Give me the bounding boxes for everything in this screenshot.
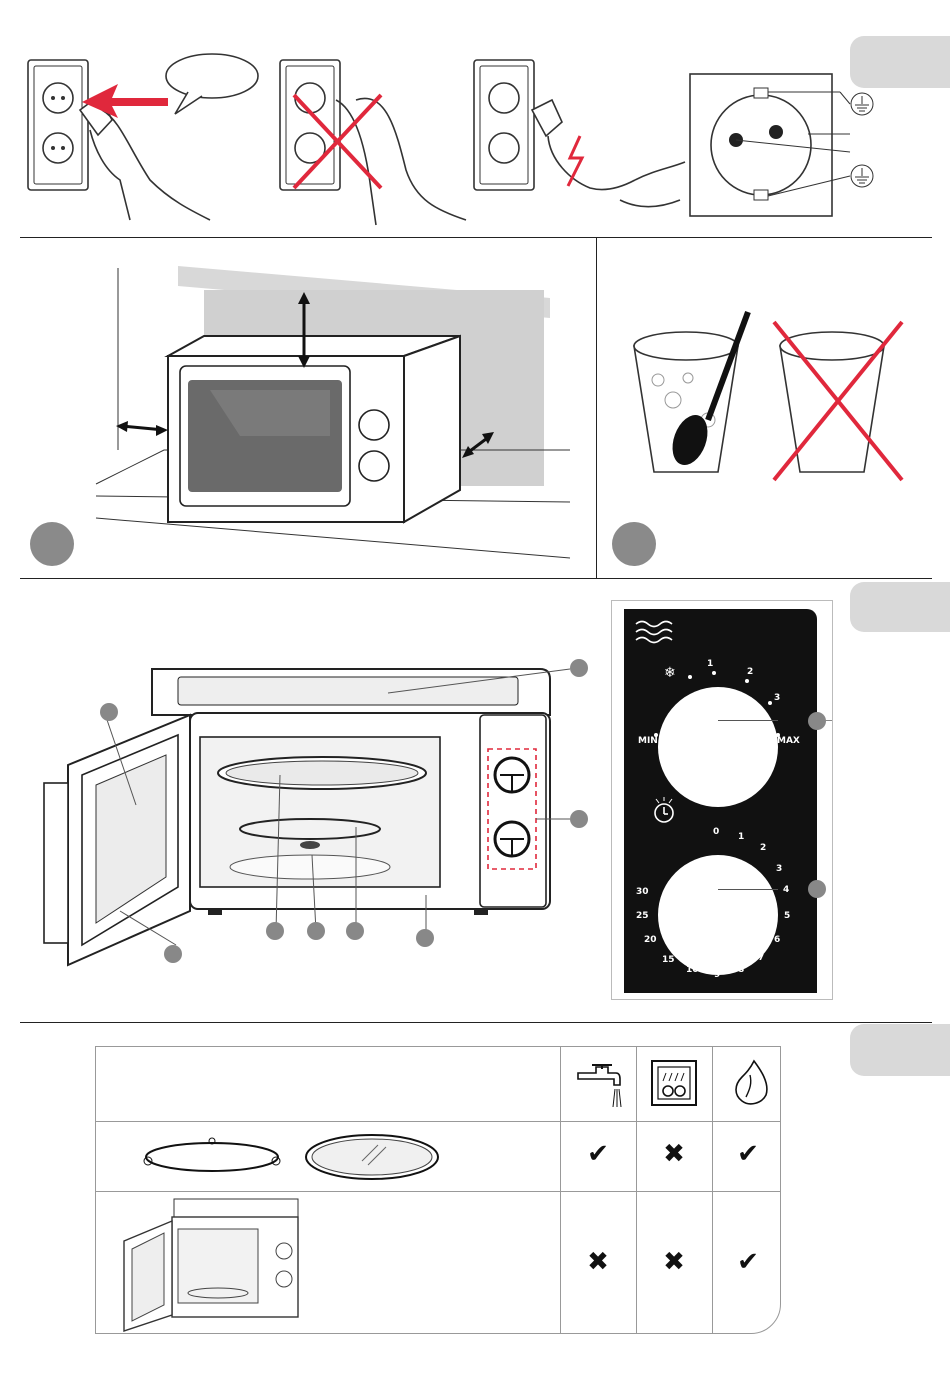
table-row-divider (96, 1191, 780, 1192)
callout-marker (570, 659, 588, 677)
divider (20, 1022, 932, 1023)
scale-tick (712, 671, 716, 675)
timer-mark-15: 15 (662, 955, 675, 965)
unplug-correct-illustration (20, 40, 260, 260)
callout-marker (266, 922, 284, 940)
table-col-divider (560, 1047, 561, 1333)
callout-marker (808, 880, 826, 898)
microwave-clearance-illustration (30, 240, 590, 570)
callout-marker (164, 945, 182, 963)
table-col-divider (712, 1047, 713, 1333)
ground-symbol-icon (851, 165, 873, 187)
power-knob-pointer (718, 720, 778, 721)
dishwasher-cell: ✖ (654, 1247, 694, 1277)
tap-water-cell: ✖ (578, 1247, 618, 1277)
timer-mark-9: 9 (714, 970, 720, 980)
divider (596, 237, 597, 578)
divider (20, 578, 932, 579)
table-row-divider (96, 1121, 780, 1122)
wipe-cell: ✔ (728, 1139, 768, 1169)
timer-mark-7: 7 (758, 953, 764, 963)
damaged-cord-illustration (470, 40, 700, 260)
power-mark-max: MAX (777, 736, 800, 746)
turntable-ring-and-glass-plate-illustration (142, 1131, 442, 1181)
scale-tick (776, 733, 780, 737)
power-mark-3: 3 (774, 693, 780, 703)
timer-mark-10: 10 (686, 965, 699, 975)
timer-mark-25: 25 (636, 911, 649, 921)
metal-in-cup-illustration (628, 310, 928, 510)
ground-symbol-icon (851, 93, 873, 115)
timer-mark-8: 8 (738, 965, 744, 975)
wipe-cell: ✔ (728, 1247, 768, 1277)
timer-mark-20: 20 (644, 935, 657, 945)
scale-tick (768, 701, 772, 705)
timer-mark-30: 30 (636, 887, 649, 897)
cleaning-table: ✔ ✖ ✔ ✖ ✖ ✔ (95, 1046, 781, 1334)
defrost-icon: ❄ (664, 665, 676, 681)
callout-marker (808, 712, 826, 730)
scale-tick (688, 675, 692, 679)
callout-marker (570, 810, 588, 828)
dishwasher-cell: ✖ (654, 1139, 694, 1169)
section-tab-3 (850, 1024, 950, 1076)
timer-mark-4: 4 (783, 885, 789, 895)
section-tab-2 (850, 582, 950, 632)
table-col-divider (636, 1047, 637, 1333)
microwave-waves-icon (634, 619, 674, 645)
pull-cord-forbidden-illustration (276, 40, 476, 260)
timer-mark-5: 5 (784, 911, 790, 921)
scale-tick (654, 733, 658, 737)
timer-icon (652, 795, 682, 825)
damp-cloth-icon (730, 1059, 770, 1109)
earthed-socket-illustration (690, 68, 890, 228)
power-mark-1: 1 (707, 659, 713, 669)
microwave-cavity-illustration (118, 1197, 308, 1327)
timer-knob-pointer (718, 889, 778, 890)
power-mark-2: 2 (747, 667, 753, 677)
timer-mark-0: 0 (713, 827, 719, 837)
control-panel-detail: ❄ 1 2 3 MIN MAX 0 1 2 3 (611, 600, 833, 1000)
timer-mark-6: 6 (774, 935, 780, 945)
callout-marker (346, 922, 364, 940)
control-panel-face: ❄ 1 2 3 MIN MAX 0 1 2 3 (624, 609, 817, 993)
callout-marker (416, 929, 434, 947)
tap-water-cell: ✔ (578, 1139, 618, 1169)
open-microwave-illustration (40, 655, 620, 985)
callout-marker (100, 703, 118, 721)
dishwasher-icon (650, 1059, 698, 1107)
callout-marker (307, 922, 325, 940)
timer-mark-2: 2 (760, 843, 766, 853)
divider (20, 237, 932, 238)
timer-mark-1: 1 (738, 832, 744, 842)
power-mark-min: MIN (638, 736, 658, 746)
power-knob[interactable] (658, 687, 778, 807)
tap-water-icon (574, 1057, 624, 1111)
step-marker (612, 522, 656, 566)
timer-mark-3: 3 (776, 864, 782, 874)
scale-tick (745, 679, 749, 683)
step-marker (30, 522, 74, 566)
